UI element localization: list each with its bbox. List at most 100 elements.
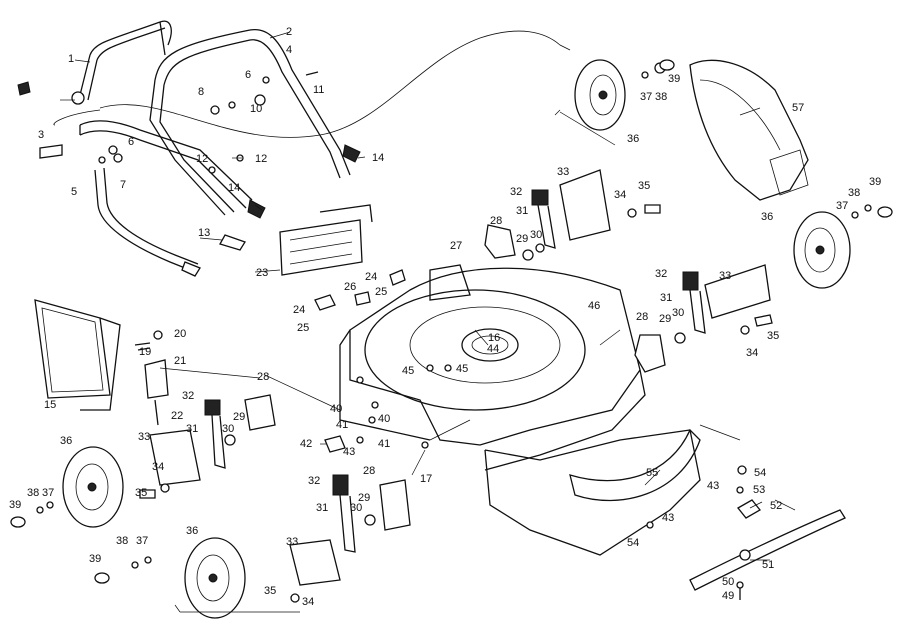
rear-deflector: [34, 299, 151, 411]
callout-30-d: 30: [350, 502, 362, 514]
callout-30-c: 30: [222, 423, 234, 435]
callout-30-a: 30: [530, 229, 542, 241]
callout-37-b: 37: [836, 200, 848, 212]
callout-35-b: 35: [767, 330, 779, 342]
callout-30-b: 30: [672, 307, 684, 319]
callout-29-c: 29: [233, 411, 245, 423]
mower-deck: [339, 264, 646, 471]
callout-34-d: 34: [302, 596, 314, 608]
callout-6-b: 6: [245, 69, 251, 81]
callout-32-a: 32: [510, 186, 522, 198]
wheel-front-right-top: [574, 59, 626, 131]
callout-14-a: 14: [372, 152, 384, 164]
callout-34-a: 34: [614, 189, 626, 201]
callout-37-a: 37: [640, 91, 652, 103]
callout-31-d: 31: [316, 502, 328, 514]
callout-38-a: 38: [655, 91, 667, 103]
callout-33-c: 33: [138, 431, 150, 443]
callout-40-a: 40: [330, 403, 342, 415]
callout-42: 42: [300, 438, 312, 450]
callout-33-a: 33: [557, 166, 569, 178]
callout-39-c: 39: [9, 499, 21, 511]
callout-31-a: 31: [516, 205, 528, 217]
blade: [689, 499, 846, 600]
callout-55: 55: [646, 467, 658, 479]
callout-19: 19: [139, 346, 151, 358]
callout-36-b: 36: [761, 211, 773, 223]
callout-36-d: 36: [186, 525, 198, 537]
callout-49: 49: [722, 590, 734, 602]
callout-38-c: 38: [27, 487, 39, 499]
callout-39-b: 39: [869, 176, 881, 188]
callout-35-a: 35: [638, 180, 650, 192]
height-adjuster-right: [634, 264, 773, 373]
control-cable: [53, 30, 571, 138]
callout-57: 57: [792, 102, 804, 114]
callout-51: 51: [762, 559, 774, 571]
wheel-front-right: [793, 211, 851, 289]
callout-35-c: 35: [135, 487, 147, 499]
callout-24-a: 24: [365, 271, 377, 283]
callout-45-b: 45: [456, 363, 468, 375]
callout-12-a: 12: [196, 153, 208, 165]
chute-plates: [279, 204, 373, 276]
callout-8: 8: [198, 86, 204, 98]
callout-29-d: 29: [358, 492, 370, 504]
callout-34-b: 34: [746, 347, 758, 359]
wheel-rear-left: [62, 446, 124, 528]
callout-16: 16: [488, 332, 500, 344]
callout-26: 26: [344, 281, 356, 293]
callout-17: 17: [420, 473, 432, 485]
callout-34-c: 34: [152, 461, 164, 473]
lower-handle: [79, 120, 253, 273]
callout-54-a: 54: [754, 467, 766, 479]
callout-27: 27: [450, 240, 462, 252]
callout-37-d: 37: [136, 535, 148, 547]
callout-25-b: 25: [297, 322, 309, 334]
callout-12-b: 12: [255, 153, 267, 165]
callout-44: 44: [487, 343, 499, 355]
callout-35-d: 35: [264, 585, 276, 597]
callout-28-a: 28: [490, 215, 502, 227]
height-adjuster-top: [484, 169, 661, 261]
grass-bag: [689, 59, 809, 201]
callout-21: 21: [174, 355, 186, 367]
callout-39-d: 39: [89, 553, 101, 565]
callout-labels: 1 2 3 4 5 6 6 7 8 10 11 12 12 13 14 14 1…: [9, 26, 881, 608]
leader-lines: [60, 31, 796, 613]
callout-10: 10: [250, 103, 262, 115]
deck-hardware: [10, 59, 893, 584]
height-adjuster-bottom: [289, 474, 411, 603]
callout-28-b: 28: [636, 311, 648, 323]
callout-25-a: 25: [375, 286, 387, 298]
callout-41-a: 41: [336, 419, 348, 431]
wheel-rear-bottom: [184, 537, 246, 619]
callout-36-c: 36: [60, 435, 72, 447]
callout-33-d: 33: [286, 536, 298, 548]
callout-38-b: 38: [848, 187, 860, 199]
callout-31-c: 31: [186, 423, 198, 435]
callout-15: 15: [44, 399, 56, 411]
callout-46: 46: [588, 300, 600, 312]
callout-38-d: 38: [116, 535, 128, 547]
callout-37-c: 37: [42, 487, 54, 499]
rear-baffle: [569, 428, 701, 502]
callout-50: 50: [722, 576, 734, 588]
callout-40-b: 40: [378, 413, 390, 425]
callout-11: 11: [313, 84, 324, 96]
callout-45-a: 45: [402, 365, 414, 377]
callout-32-b: 32: [655, 268, 667, 280]
callout-28-c: 28: [257, 371, 269, 383]
callout-52: 52: [770, 500, 782, 512]
callout-23: 23: [256, 267, 268, 279]
callout-29-b: 29: [659, 313, 671, 325]
callout-53: 53: [753, 484, 765, 496]
callout-33-b: 33: [719, 270, 731, 282]
callout-29-a: 29: [516, 233, 528, 245]
callout-20: 20: [174, 328, 186, 340]
deck-skirt: [484, 429, 701, 556]
callout-54-b: 54: [627, 537, 639, 549]
callout-36-a: 36: [627, 133, 639, 145]
callout-13: 13: [198, 227, 210, 239]
